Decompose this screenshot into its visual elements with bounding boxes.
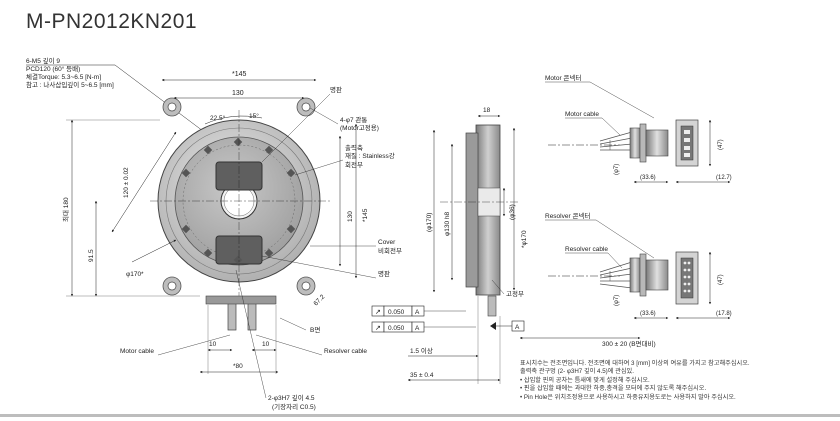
angle-22-5: 22.5° — [210, 114, 226, 122]
svg-text:A: A — [415, 325, 420, 332]
motor-conn-d127: (12.7) — [716, 175, 732, 181]
svg-text:↗: ↗ — [375, 309, 381, 316]
label-rotating: 회전부 — [345, 160, 363, 169]
label-nameplate-bottom: 명판 — [378, 269, 390, 278]
label-pin-holes-sub: (기장자리 C0.5) — [272, 402, 316, 411]
dim-130-top: 130 — [232, 90, 244, 97]
dim-10a: 10 — [209, 341, 217, 348]
dim-35: 35 ± 0.4 — [410, 372, 434, 379]
note-line-2: 출력축 관구멍 (2- φ3H7 깊이 4.5)에 관심있. — [520, 368, 634, 376]
label-cover: Cover — [378, 239, 396, 246]
label-resolver-cable: Resolver cable — [324, 348, 367, 355]
svg-text:0.050: 0.050 — [388, 325, 405, 332]
resolver-conn-d178: (17.8) — [716, 311, 732, 317]
note-line-5: • Pin Hole은 위치조정용으로 사용하시고 하중유지용도로는 사용하지 … — [520, 393, 736, 401]
side-rotor — [465, 132, 479, 288]
tolerance-frame-1: ↗ 0.050 A — [371, 305, 466, 317]
resolver-conn-d336: (33.6) — [640, 311, 656, 317]
note-line-3: • 삽입할 핀의 공차는 틈새에 맞게 설정해 주십시오. — [520, 376, 650, 384]
dim-side-phi130: φ130 h8 — [444, 212, 451, 236]
model-title: M-PN2012KN201 — [26, 10, 198, 33]
spec-line-2: PCD120 (60° 등배) — [26, 64, 80, 73]
label-material: 재질 : Stainless강 — [345, 151, 395, 160]
resolver-cable-label: Resolver cable — [565, 246, 608, 253]
dim-145-top: *145 — [232, 71, 247, 78]
motor-conn-d7: (φ7) — [614, 164, 620, 175]
motor-connector-title: Motor 콘넥터 — [545, 73, 581, 82]
svg-text:0.050: 0.050 — [388, 309, 405, 316]
dim-10b: 10 — [262, 341, 270, 348]
dim-1-5: 1.5 이상 — [410, 346, 433, 355]
spec-line-3: 체결Torque: 5.3~6.5 [N-m] — [26, 72, 101, 81]
dim-side-phi170-star: *φ170 — [521, 230, 528, 248]
label-cover-sub: 비회전부 — [378, 246, 402, 255]
motor-cable-label: Motor cable — [565, 111, 599, 118]
front-view: 6-M5 깊이 9 PCD120 (60° 등배) 체결Torque: 5.3~… — [26, 56, 402, 411]
dim-130-right: 130 — [347, 211, 354, 222]
resolver-conn-d47: (47) — [718, 274, 724, 285]
spec-line-1: 6-M5 깊이 9 — [26, 56, 60, 65]
label-output-shaft: 출력축 — [345, 143, 363, 152]
label-motor-cable: Motor cable — [120, 348, 154, 355]
svg-text:↗: ↗ — [375, 325, 381, 332]
note-line-4: • 핀을 삽입할 때에는 과대한 하중,충격을 모터에 주지 않도록 해주십시오… — [520, 385, 707, 393]
dim-300: 300 ± 20 (B면대비) — [602, 339, 656, 348]
dim-145-right: *145 — [362, 208, 369, 222]
motor-conn-d336: (33.6) — [640, 175, 656, 181]
resolver-conn-d7: (φ7) — [614, 295, 620, 306]
motor-cable-outlet — [227, 299, 237, 331]
label-holes-sub: (Motor고정용) — [340, 123, 379, 132]
side-cable-outlet — [487, 295, 497, 317]
note-line-1: 표시치수는 전조면입니다. 전조면에 대하여 3 [mm] 이상의 여유를 가지… — [520, 360, 750, 367]
label-nameplate-top: 명판 — [330, 85, 342, 94]
dim-phi170: φ170* — [126, 271, 144, 278]
dim-side-phi170: (φ170) — [426, 213, 433, 232]
dim-18: 18 — [483, 107, 491, 114]
label-pin-holes: 2-φ3H7 깊이 4.5 — [268, 393, 315, 402]
dim-180: 최대 180 — [61, 197, 70, 222]
tolerance-frame-2: ↗ 0.050 A — [371, 321, 476, 333]
rotor-holes — [181, 137, 296, 265]
svg-text:A: A — [415, 309, 420, 316]
label-holes: 4-φ7 관통 — [340, 115, 367, 124]
notes-block: 표시치수는 전조면입니다. 전조면에 대하여 3 [mm] 이상의 여유를 가지… — [520, 360, 830, 402]
dim-80: *80 — [233, 363, 243, 370]
bottom-divider — [0, 414, 840, 417]
dim-91-5: 91.5 — [88, 249, 95, 262]
label-fixed: 고정부 — [506, 289, 524, 298]
angle-15: 15° — [249, 112, 259, 120]
resolver-connector-title: Resolver 콘넥터 — [545, 211, 590, 220]
label-b-face: B면 — [310, 325, 320, 334]
side-view: 18 (φ170) φ130 h8 (φ36) *φ170 고정부 ↗ 0.05… — [371, 107, 656, 384]
dim-67-2: 67.2 — [312, 293, 326, 307]
dim-120: 120 ± 0.02 — [123, 167, 130, 198]
dim-side-phi36: (φ36) — [509, 204, 516, 220]
resolver-connector: Resolver 콘넥터 Resolver cable (φ7) (33.6) … — [545, 211, 732, 320]
motor-connector: Motor 콘넥터 Motor cable (φ7) (33.6) (47) (… — [545, 73, 732, 184]
spec-line-4: 참고 : 나사삽입깊이 5~6.5 [mm] — [26, 80, 114, 89]
datum-a: A — [515, 324, 520, 331]
motor-conn-d47: (47) — [718, 139, 724, 150]
